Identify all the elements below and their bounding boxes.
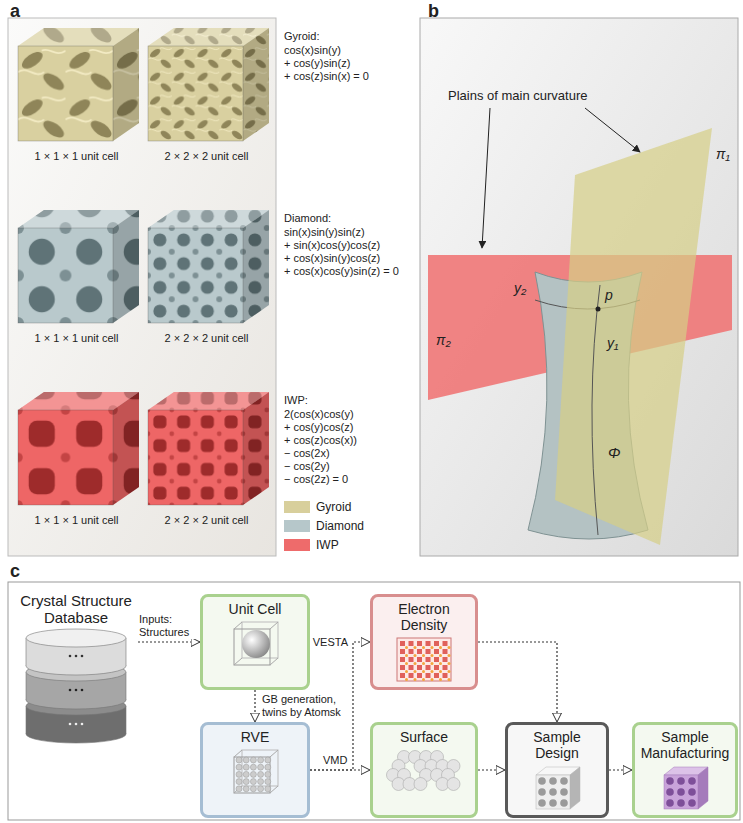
equation-line: cos(x)sin(y)	[284, 44, 418, 57]
annotation: Plains of main curvature	[448, 88, 587, 104]
leader-line	[585, 108, 640, 152]
diamond-cube	[18, 210, 139, 323]
diamond-cube	[148, 210, 269, 323]
curvature-illustration	[428, 108, 732, 545]
node-icon	[508, 763, 606, 811]
legend-entry: Gyroid	[284, 500, 351, 514]
sample-design-box: Sample Design	[505, 722, 609, 818]
node-icon	[203, 619, 307, 667]
symbol-label: p	[605, 287, 613, 304]
sample-manufacturing-box: Sample Manufacturing	[632, 722, 738, 818]
node-icon	[203, 747, 307, 795]
node-title: RVE	[205, 729, 305, 745]
dotted-arrow	[478, 769, 505, 770]
caption: 2 × 2 × 2 unit cell	[144, 332, 269, 345]
symbol-label: π₁	[716, 146, 730, 163]
caption: 2 × 2 × 2 unit cell	[144, 514, 269, 527]
equation-title: Diamond:	[284, 212, 331, 225]
legend-swatch	[284, 520, 310, 532]
panel-letter: a	[10, 0, 20, 22]
node-title: Surface	[375, 729, 473, 745]
legend-swatch	[284, 501, 310, 513]
equation-line: + sin(x)cos(y)cos(z)	[284, 239, 418, 252]
equation-line: + cos(x)sin(y)cos(z)	[284, 252, 418, 265]
legend-entry: IWP	[284, 538, 339, 552]
dotted-arrow	[310, 769, 370, 770]
dotted-arrow	[609, 769, 632, 770]
node-icon	[373, 635, 475, 683]
panel-letter: c	[10, 560, 20, 582]
node-icon	[635, 763, 735, 811]
database: Crystal Structure Database	[14, 588, 138, 748]
unit-cell-box: Unit Cell	[200, 594, 310, 690]
node-icon	[14, 628, 138, 746]
surface-box: Surface	[370, 722, 478, 818]
symbol-label: y₂	[514, 280, 526, 297]
iwp-cube	[18, 392, 139, 505]
symbol-label: π₂	[436, 332, 451, 349]
legend-text: IWP	[316, 538, 339, 552]
equation-line: 2(cos(x)cos(y)	[284, 408, 418, 421]
equation-title: Gyroid:	[284, 30, 319, 43]
rve-box: RVE	[200, 722, 310, 818]
equation-line: − cos(2x)	[284, 447, 418, 460]
connector-label: GB generation, twins by Atomsk	[261, 693, 351, 719]
connector-label: VMD	[322, 754, 348, 767]
caption: 1 × 1 × 1 unit cell	[14, 150, 139, 163]
equation: cos(x)sin(y) + cos(y)sin(z) + cos(z)sin(…	[284, 44, 418, 83]
node-title: Sample Design	[510, 729, 604, 761]
dotted-arrow	[478, 642, 557, 722]
legend-text: Gyroid	[316, 500, 351, 514]
equation-line: sin(x)sin(y)sin(z)	[284, 226, 418, 239]
node-title: Crystal Structure Database	[16, 592, 136, 626]
dotted-arrow	[254, 690, 255, 722]
connector-label: VESTA	[312, 636, 349, 649]
equation: 2(cos(x)cos(y) + cos(y)cos(z) + cos(z)co…	[284, 408, 418, 486]
caption: 2 × 2 × 2 unit cell	[144, 150, 269, 163]
equation-line: − cos(2y)	[284, 460, 418, 473]
node-title: Unit Cell	[205, 601, 305, 617]
node-icon	[373, 747, 475, 795]
electron-density-box: Electron Density	[370, 594, 478, 690]
node-title: Sample Manufacturing	[637, 729, 733, 761]
equation-line: + cos(z)cos(x))	[284, 434, 418, 447]
node-title: Electron Density	[375, 601, 473, 633]
panel-letter: b	[428, 0, 439, 22]
equation-line: + cos(z)sin(x) = 0	[284, 70, 418, 83]
caption: 1 × 1 × 1 unit cell	[14, 332, 139, 345]
tpms-cubes	[18, 28, 269, 505]
panel-frame	[8, 582, 740, 820]
gyroid-cube	[18, 28, 139, 141]
equation-line: − cos(2z) = 0	[284, 473, 418, 486]
point	[596, 307, 601, 312]
equation-line: + cos(y)sin(z)	[284, 57, 418, 70]
symbol-label: y₁	[607, 335, 618, 352]
equation: sin(x)sin(y)sin(z) + sin(x)cos(y)cos(z) …	[284, 226, 418, 278]
equation-line: + cos(y)cos(z)	[284, 421, 418, 434]
leader-line	[482, 108, 490, 248]
caption: 1 × 1 × 1 unit cell	[14, 514, 139, 527]
legend-entry: Diamond	[284, 519, 364, 533]
panel-frame	[420, 18, 738, 556]
plane	[555, 128, 712, 545]
symbol-label: Φ	[608, 444, 621, 462]
curve	[592, 285, 600, 535]
gyroid-cube	[148, 28, 269, 141]
legend-swatch	[284, 539, 310, 551]
equation-title: IWP:	[284, 394, 308, 407]
iwp-cube	[148, 392, 269, 505]
panel-frame	[8, 18, 276, 556]
dotted-arrow	[138, 641, 200, 642]
connector-label: Inputs: Structures	[138, 613, 200, 639]
equation-line: + cos(x)cos(y)sin(z) = 0	[284, 265, 418, 278]
legend-text: Diamond	[316, 519, 364, 533]
